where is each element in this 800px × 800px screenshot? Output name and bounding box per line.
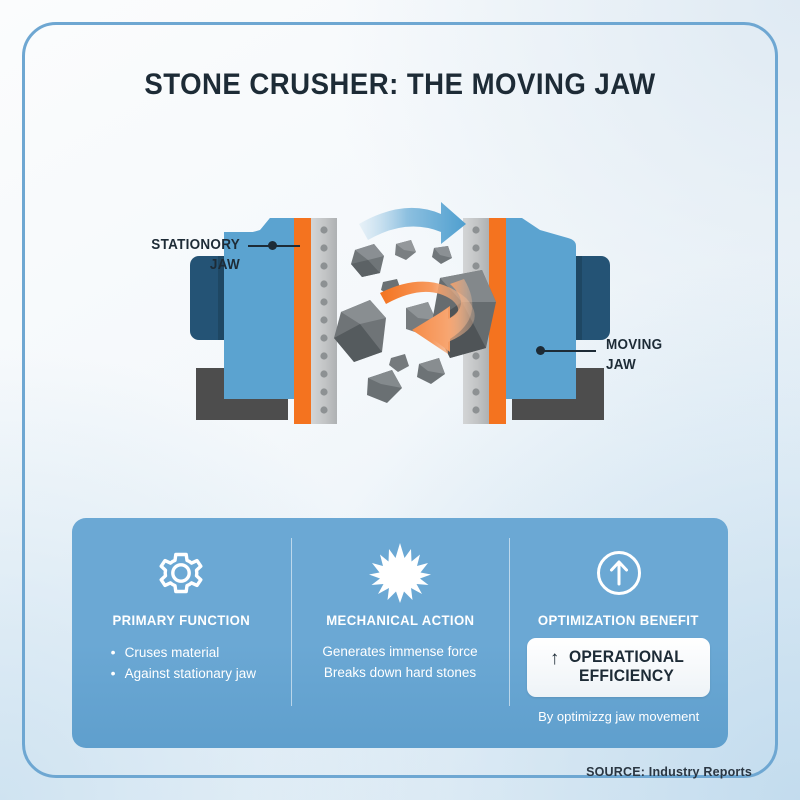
status-badge-line2: EFFICIENCY: [579, 666, 675, 685]
arrow-up-circle-icon: [519, 540, 718, 606]
panel-title-mechanical-action: MECHANICAL ACTION: [325, 612, 475, 628]
summary-panel: PRIMARY FUNCTION Cruses material Against…: [72, 518, 728, 748]
status-badge-operational-efficiency: ↑ OPERATIONAL EFFICIENCY: [527, 638, 711, 697]
callout-stationary-jaw-line1: STATIONORY: [151, 237, 240, 253]
leader-dot-moving-jaw: [536, 346, 545, 355]
panel-title-optimization-benefit: OPTIMIZATION BENEFIT: [538, 612, 700, 628]
impact-burst-icon: [301, 540, 500, 606]
callout-moving-jaw-line1: MOVING: [606, 337, 663, 353]
stationary-jaw-assembly: [190, 218, 337, 424]
panel-column-primary-function: PRIMARY FUNCTION Cruses material Against…: [72, 518, 291, 748]
page-title: STONE CRUSHER: THE MOVING JAW: [144, 68, 656, 101]
gear-icon: [82, 540, 281, 606]
leader-line-moving-jaw: [540, 350, 596, 352]
panel-column-optimization-benefit: OPTIMIZATION BENEFIT ↑ OPERATIONAL EFFIC…: [509, 518, 728, 748]
mechanical-action-line1: Generates immense force: [322, 644, 478, 659]
panel-column-mechanical-action: MECHANICAL ACTION Generates immense forc…: [290, 518, 510, 748]
optimization-benefit-note: By optimizzg jaw movement: [538, 708, 700, 724]
arrow-up-icon: ↑: [549, 648, 560, 669]
panel-title-primary-function: PRIMARY FUNCTION: [112, 612, 251, 628]
plate-studs-left: [320, 226, 328, 414]
status-badge-line1: OPERATIONAL: [569, 648, 685, 666]
stone-crusher-diagram: [190, 172, 610, 442]
callout-moving-jaw: MOVING JAW: [606, 336, 727, 375]
mechanical-action-line2: Breaks down hard stones: [323, 664, 477, 680]
primary-function-bullet-list: Cruses material Against stationary jaw: [107, 641, 256, 685]
leader-dot-stationary-jaw: [268, 241, 277, 250]
list-item: Against stationary jaw: [111, 662, 256, 684]
moving-jaw-assembly: [463, 218, 610, 424]
list-item: Cruses material: [111, 641, 256, 663]
panel-body-primary-function: Cruses material Against stationary jaw: [82, 641, 281, 685]
panel-body-mechanical-action: Generates immense force Breaks down hard…: [301, 642, 500, 684]
callout-stationary-jaw-line2: JAW: [209, 256, 240, 273]
status-badge-label: OPERATIONAL EFFICIENCY: [569, 648, 684, 686]
callout-stationary-jaw: STATIONORY JAW: [119, 236, 240, 275]
curved-arrow-right-blue: [359, 202, 466, 244]
curved-arrow-left-orange: [380, 279, 475, 354]
callout-moving-jaw-line2: JAW: [606, 356, 637, 373]
source-attribution: SOURCE: Industry Reports: [586, 765, 752, 779]
